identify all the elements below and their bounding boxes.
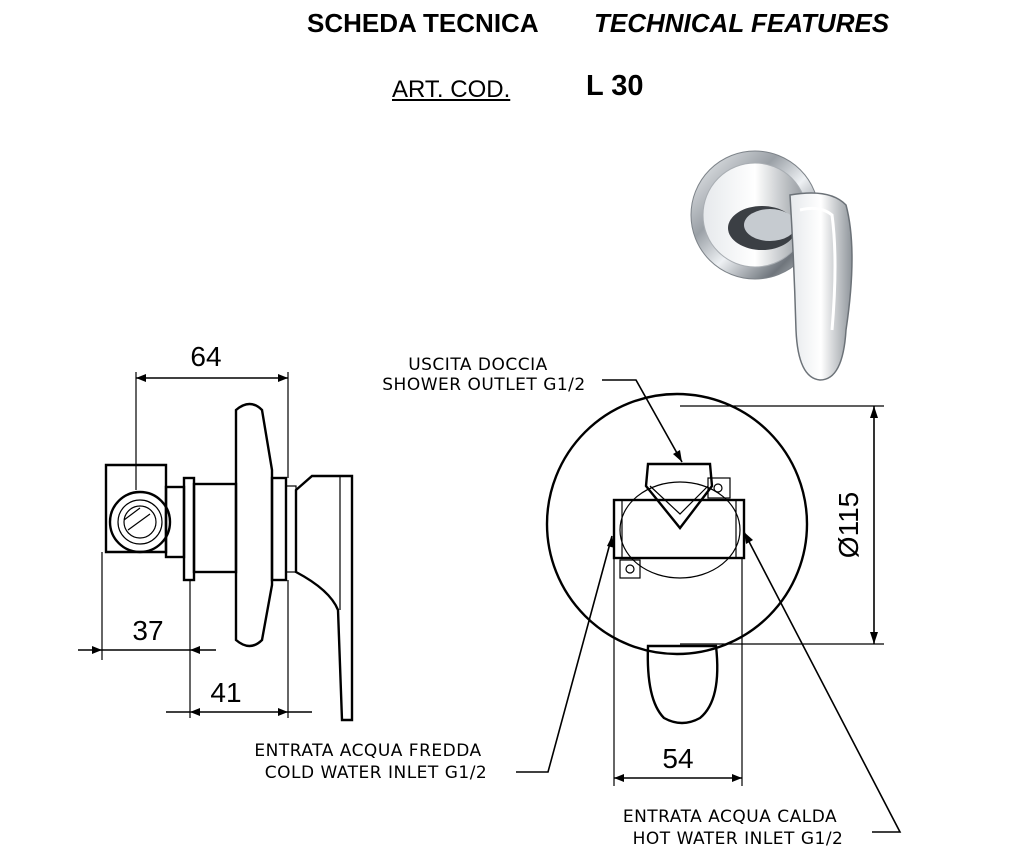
front-view bbox=[545, 392, 809, 725]
dim-64: 64 bbox=[190, 341, 221, 372]
dim-diameter: Ø115 bbox=[833, 492, 864, 558]
front-dimensions bbox=[613, 405, 884, 786]
title-english: TECHNICAL FEATURES bbox=[594, 8, 890, 38]
side-view bbox=[104, 402, 354, 722]
cold-inlet-label-en: COLD WATER INLET G1/2 bbox=[265, 763, 488, 783]
article-code-label: ART. COD. bbox=[392, 76, 511, 103]
dim-37: 37 bbox=[132, 615, 163, 646]
callout-leaders bbox=[516, 379, 902, 833]
shower-outlet-label-it: USCITA DOCCIA bbox=[408, 355, 548, 375]
hot-inlet-label-en: HOT WATER INLET G1/2 bbox=[633, 829, 844, 849]
side-dimensions bbox=[78, 372, 312, 718]
cold-inlet-label-it: ENTRATA ACQUA FREDDA bbox=[254, 741, 481, 761]
dim-41: 41 bbox=[210, 677, 241, 708]
shower-outlet-label-en: SHOWER OUTLET G1/2 bbox=[382, 375, 585, 395]
product-photo bbox=[690, 150, 853, 381]
title-italian: SCHEDA TECNICA bbox=[307, 8, 539, 38]
dim-54: 54 bbox=[662, 743, 693, 774]
article-code: L 30 bbox=[586, 70, 644, 102]
hot-inlet-label-it: ENTRATA ACQUA CALDA bbox=[623, 807, 837, 827]
